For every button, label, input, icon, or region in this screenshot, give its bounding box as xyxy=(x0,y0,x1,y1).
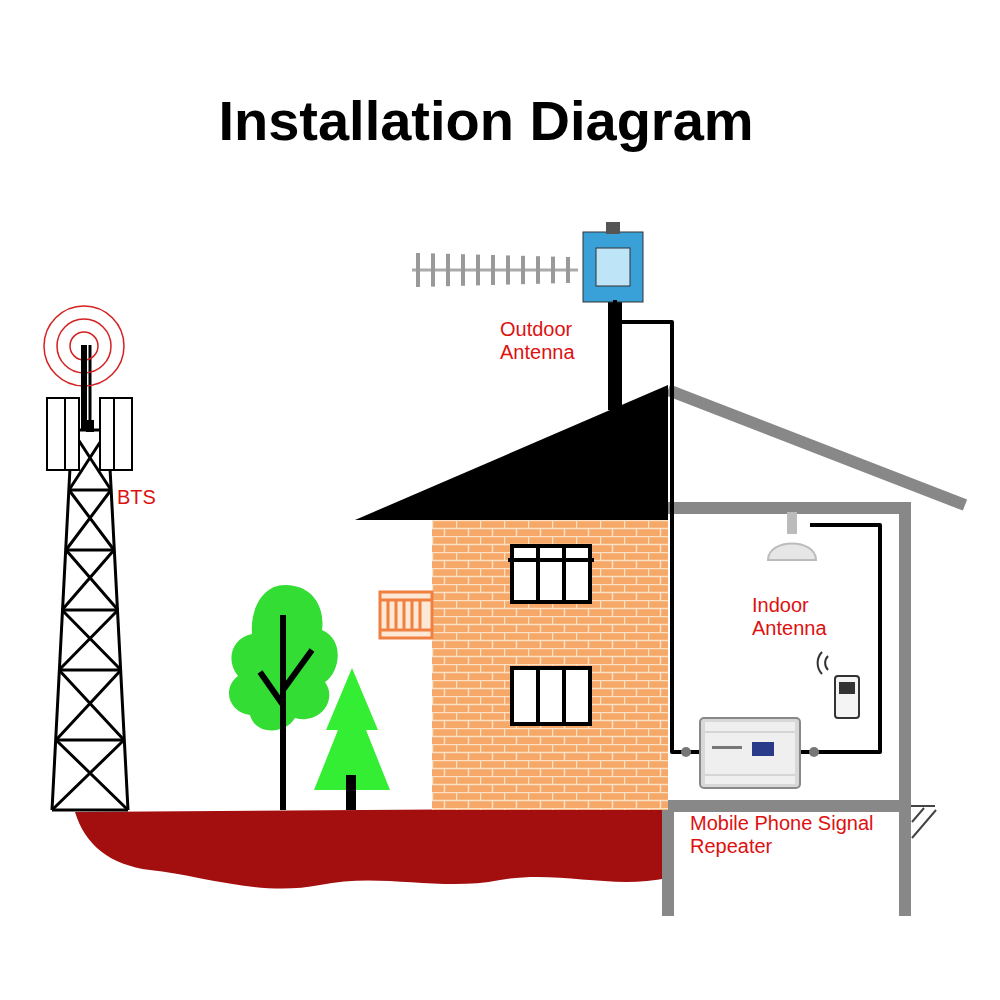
yagi-element xyxy=(506,255,510,284)
yagi-element xyxy=(476,255,480,286)
yagi-element xyxy=(461,254,465,286)
yagi-element xyxy=(491,255,495,285)
yagi-element xyxy=(446,254,450,286)
diagram-title: Installation Diagram xyxy=(218,88,753,153)
yagi-element xyxy=(566,257,570,283)
part-label: Indoor Antenna xyxy=(752,594,872,640)
part-label: Outdoor Antenna xyxy=(500,318,600,364)
yagi-element xyxy=(416,253,420,287)
yagi-element xyxy=(521,256,525,284)
part-label: BTS xyxy=(117,486,177,509)
yagi-element xyxy=(431,253,435,286)
yagi-element xyxy=(536,256,540,284)
part-label: Mobile Phone Signal Repeater xyxy=(690,812,900,858)
yagi-element xyxy=(551,257,555,284)
